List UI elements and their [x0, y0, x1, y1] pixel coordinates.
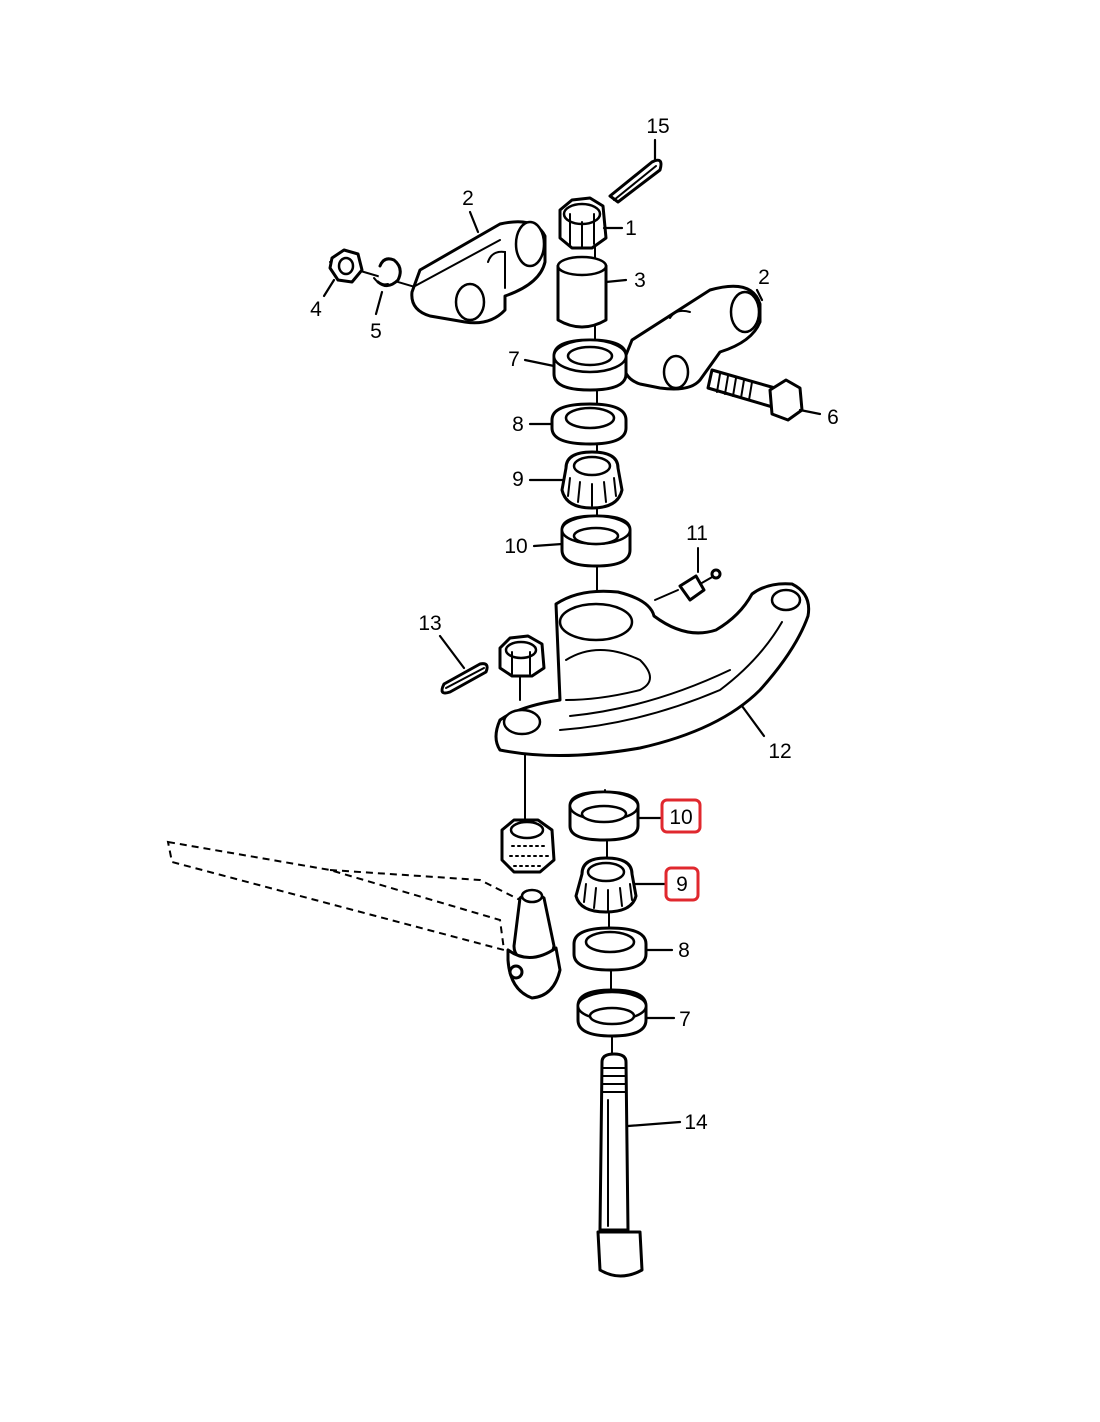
steering-arm-12: [494, 582, 811, 757]
castle-nut-1: [558, 196, 608, 250]
bearing-cup-10-bottom: [568, 790, 640, 842]
callout-14: 14: [684, 1111, 708, 1134]
bearing-cone-9-top: [560, 450, 624, 510]
callout-9-bottom: 9: [676, 873, 688, 896]
highlight-box-10: [660, 798, 702, 834]
callout-2-left: 2: [462, 187, 474, 210]
callout-8-top: 8: [512, 413, 524, 436]
castle-nut-mid: [498, 634, 546, 678]
seal-8-bottom: [572, 926, 648, 972]
callout-5: 5: [370, 320, 382, 343]
clamp-2-right: [622, 284, 762, 391]
castle-nut-lower: [500, 818, 556, 874]
bearing-cup-7-top: [552, 338, 628, 392]
callout-11: 11: [686, 522, 708, 545]
bearing-cup-10-top: [560, 514, 632, 568]
bushing-3: [556, 255, 608, 329]
clamp-2-left: [410, 220, 547, 325]
callout-7-top: 7: [508, 348, 520, 371]
callout-12: 12: [768, 740, 791, 763]
callout-13: 13: [418, 612, 441, 635]
callout-10-bottom: 10: [669, 806, 692, 829]
callout-9-top: 9: [512, 468, 524, 491]
highlight-box-9: [664, 866, 700, 902]
callout-10-top: 10: [504, 535, 527, 558]
callout-15: 15: [646, 115, 669, 138]
bearing-cone-9-bottom: [574, 856, 638, 914]
callout-2-right: 2: [758, 266, 770, 289]
hex-nut-4: [328, 248, 364, 284]
lock-washer-5: [373, 257, 402, 287]
leader-lines: [322, 138, 822, 1128]
callout-8-bottom: 8: [678, 939, 690, 962]
king-pin-14: [596, 1052, 644, 1278]
grease-fitting-11: [678, 547, 722, 602]
callout-3: 3: [634, 269, 646, 292]
callout-6: 6: [827, 406, 839, 429]
callout-labels: 15 2 1 3 4 5 2 7 6 8 9 10 11 13 12 10 9 …: [310, 115, 839, 1134]
seal-8-top: [550, 402, 628, 446]
callout-1: 1: [625, 217, 637, 240]
bolt-6: [706, 368, 804, 422]
bearing-cup-7-bottom: [576, 988, 648, 1038]
callout-7-bottom: 7: [679, 1008, 691, 1031]
cotter-pin-13: [440, 662, 489, 695]
tie-rod-assembly: [166, 840, 562, 1000]
cotter-pin-15: [608, 158, 663, 204]
callout-4: 4: [310, 298, 322, 321]
